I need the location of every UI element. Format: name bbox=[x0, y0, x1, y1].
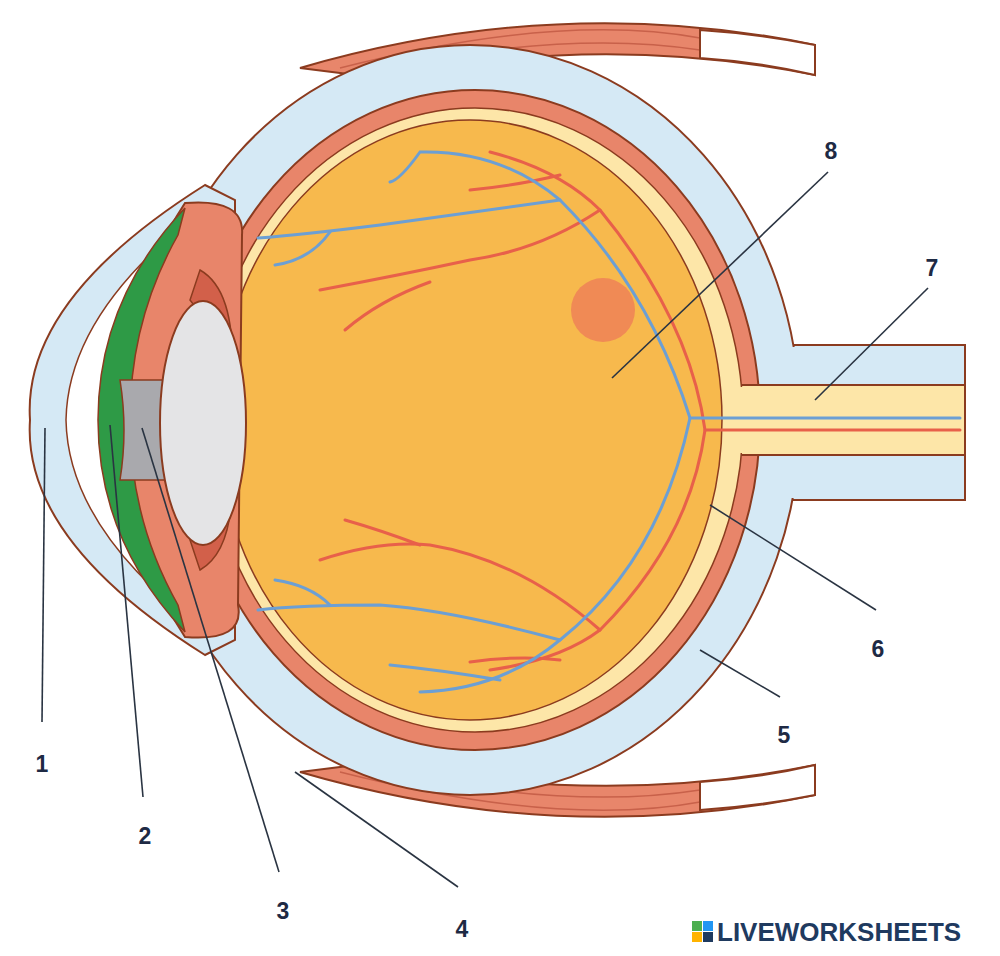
callout-number: 3 bbox=[277, 900, 290, 923]
watermark: LIVEWORKSHEETS bbox=[717, 919, 961, 945]
lens bbox=[160, 301, 246, 545]
choroid bbox=[190, 90, 760, 750]
macula bbox=[571, 278, 635, 342]
callout-number: 8 bbox=[825, 140, 838, 163]
retina bbox=[207, 108, 743, 732]
optic-nerve bbox=[700, 385, 965, 455]
callout-number: 5 bbox=[778, 724, 791, 747]
callout-number: 1 bbox=[36, 753, 49, 776]
logo-icon bbox=[692, 921, 713, 942]
vitreous-body bbox=[218, 120, 722, 720]
blood-vessels bbox=[258, 152, 960, 692]
callout-number: 2 bbox=[139, 825, 152, 848]
nerve-join bbox=[735, 387, 747, 453]
callout-number: 7 bbox=[926, 257, 939, 280]
leader-lines bbox=[42, 172, 928, 887]
callout-number: 6 bbox=[872, 638, 885, 661]
callout-number: 4 bbox=[456, 918, 469, 941]
